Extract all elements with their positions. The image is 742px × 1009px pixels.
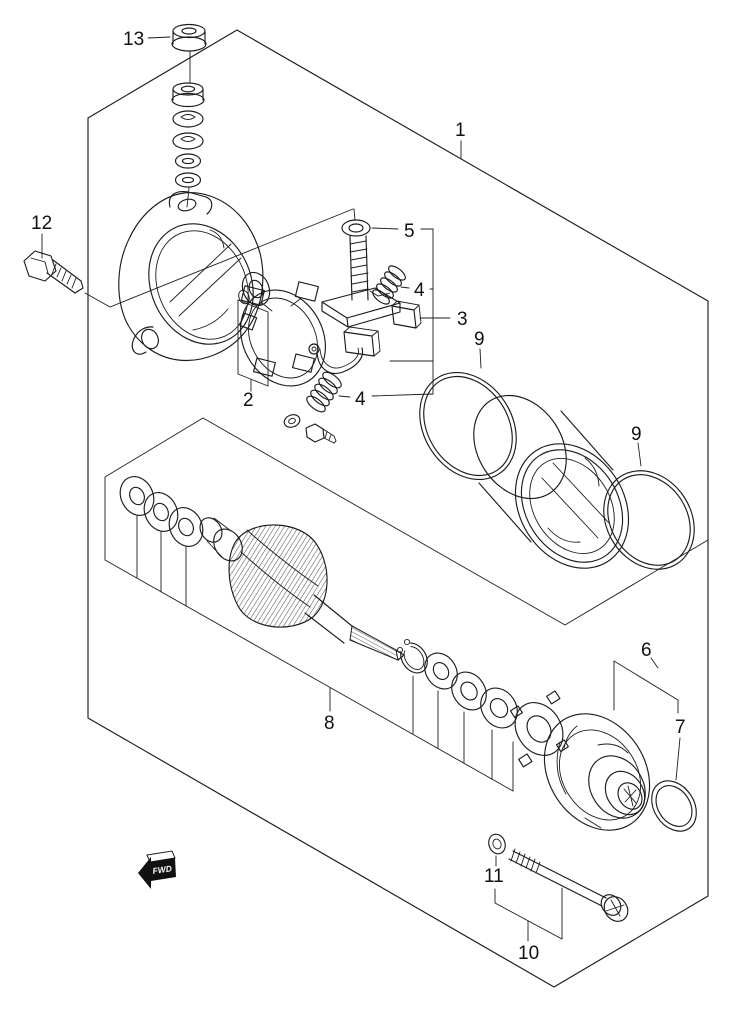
callout-6: 6: [641, 640, 652, 661]
washer-11: [488, 833, 506, 867]
stud-washer-stack: [171, 51, 205, 208]
callout-2: 2: [243, 390, 254, 411]
leader-bolt12-terminal: [84, 208, 354, 308]
o-ring-right: [603, 442, 695, 570]
callout-9-right: 9: [631, 424, 642, 445]
callout-10-group: 10: [494, 887, 563, 964]
rear-housing: [118, 191, 271, 362]
callout-8-group: 8: [324, 687, 335, 734]
carbon-brush-top: [391, 300, 422, 329]
brush-holder-screw: [283, 414, 337, 444]
fwd-label: FWD: [152, 863, 173, 876]
mount-bolt-12: [23, 233, 84, 294]
callout-13: 13: [123, 29, 144, 50]
callout-3: 3: [457, 309, 468, 330]
callout-8: 8: [324, 713, 335, 734]
callout-bracket-right: [338, 227, 451, 398]
snap-ring: [396, 637, 428, 735]
o-ring-7: [651, 780, 697, 832]
callout-9-left: 9: [474, 329, 485, 350]
terminal-nut-13: [147, 23, 207, 52]
brush-spring-bottom: [306, 371, 342, 413]
callout-1: 1: [455, 120, 466, 141]
frame-border: [87, 29, 709, 988]
front-washers: [424, 652, 518, 780]
group-divider-lines: [104, 417, 709, 792]
terminal-bolt-5: [321, 208, 401, 328]
callout-6-7-group: 6 7: [613, 640, 686, 781]
yoke-cylinder: [473, 394, 630, 569]
gear-housing: [543, 713, 651, 831]
through-bolt-10: [508, 848, 629, 922]
armature: [199, 517, 405, 661]
callout-7: 7: [675, 717, 686, 738]
callout-10: 10: [518, 943, 539, 964]
callout-12: 12: [31, 213, 52, 234]
carbon-brush-bottom: [343, 326, 381, 357]
o-ring-left: [419, 348, 517, 481]
thrust-washers-rear: [119, 476, 204, 607]
callout-1-group: 1: [455, 120, 466, 160]
brush-spring-top: [372, 265, 406, 305]
brush-holder-assembly: [239, 281, 326, 387]
callout-5: 5: [404, 221, 415, 242]
fwd-arrow-face: [150, 858, 176, 881]
callout-4-top: 4: [414, 280, 425, 301]
fwd-arrow-head: [138, 857, 151, 889]
callout-11: 11: [484, 866, 504, 887]
callout-4-bottom: 4: [355, 389, 366, 410]
callout-2-group: 2: [237, 299, 269, 411]
fwd-arrow: FWD: [138, 850, 176, 889]
brush-lead-wire: [308, 343, 364, 374]
